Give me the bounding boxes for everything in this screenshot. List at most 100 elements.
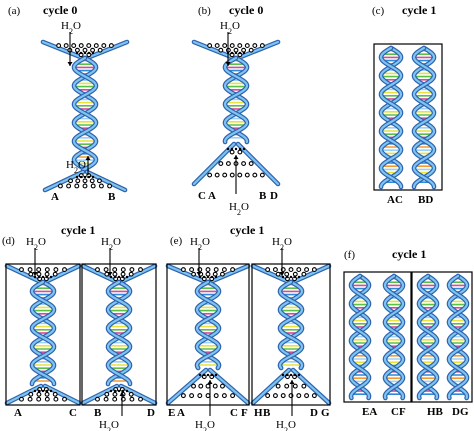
panel-d-left-top-fork-arm-right-core: [43, 264, 81, 284]
strand-label-b-C: C: [198, 190, 206, 202]
panel-e-right-bottom-fork-molecule: [311, 393, 317, 399]
water-a-top: H2O: [61, 20, 81, 36]
panel-d-right-top-fork-molecule: [120, 267, 126, 273]
panel-b-bottom-fork-dot: [234, 147, 238, 151]
panel-e-right-bottom-fork-dot: [281, 373, 285, 377]
panel-d-left-top-fork-dot: [49, 275, 53, 279]
panel-e-right-bottom-fork-molecule: [296, 393, 302, 399]
panel-d-right-top-fork-arm-right-core: [119, 264, 157, 284]
panel-e-left-bottom-fork-molecule: [212, 383, 218, 389]
panel-b-bottom-fork-molecule: [259, 172, 265, 178]
panel-a-top-fork-molecule: [82, 47, 88, 53]
panel-d-right-top-fork-arm-left-core: [81, 264, 119, 284]
panel-d-left-bottom-fork-molecule: [62, 396, 67, 402]
panel-d-left-top-fork-molecule: [36, 271, 42, 277]
panel-d-left-bottom-fork-molecule: [53, 396, 59, 402]
panel-b-top-fork-arm-left-core: [192, 40, 236, 60]
panel-d-left-top-fork-molecule: [44, 271, 50, 277]
panel-d-left-bottom-fork-dot: [45, 389, 49, 393]
panel-b-bottom-fork-dot: [242, 147, 246, 151]
panel-d-left-bottom-fork-molecule: [36, 396, 42, 402]
panel-a-bottom-fork-molecule: [57, 183, 63, 189]
panel-d-box-left: [5, 263, 81, 406]
panel-d-right-bottom-fork-molecule: [103, 396, 109, 402]
panel-a-bottom-fork-molecule: [68, 178, 74, 184]
panel-e-left-top-fork-molecule: [180, 267, 186, 273]
panel-e-right-bottom-fork-molecule: [265, 393, 271, 399]
panel-f-helix-3-strand-2-core: [417, 274, 439, 400]
panel-e-left-bottom-arrow-head: [207, 380, 213, 384]
panel-d-left-top-fork-dot: [37, 275, 41, 279]
panel-d-right-top-fork-molecule: [104, 271, 110, 277]
panel-e-left-top-fork-molecule: [213, 267, 219, 273]
panel-d-box-right: [81, 263, 157, 406]
panel-e-right-top-fork-molecule: [301, 271, 307, 277]
panel-e-right-top-fork-molecule: [265, 267, 271, 273]
panel-d-left-top-fork-dot: [45, 275, 49, 279]
frame-layer: [5, 43, 473, 406]
panel-d-right-bottom-fork-dot: [109, 389, 113, 393]
panel-d-left-bottom-fork-molecule: [52, 391, 58, 397]
panel-b-bottom-fork-molecule: [237, 172, 243, 178]
strand-label-e-F: F: [241, 407, 248, 419]
panel-d-right-top-fork-molecule: [112, 267, 118, 273]
panel-e-right-top-fork-molecule: [304, 267, 310, 273]
panel-d-left-bottom-fork-dot: [37, 389, 41, 393]
panel-d-left-arrow-head: [32, 272, 38, 276]
water-b-top: H2O: [220, 20, 240, 36]
panel-d-right-bottom-fork-molecule: [112, 391, 118, 397]
panel-e-right-top-fork-molecule: [296, 267, 302, 273]
panel-a-bottom-fork-dot: [91, 175, 95, 179]
panel-b-top-fork-molecule: [218, 47, 224, 53]
panel-a-bottom-fork-molecule: [98, 183, 104, 189]
panel-d-right-bottom-fork-arm-right-core: [119, 384, 157, 405]
panel-e-right-top-fork-arm-right-core: [291, 264, 331, 284]
panel-d-left-top-fork-molecule: [28, 271, 34, 277]
panel-a-bottom-fork-dot: [79, 175, 83, 179]
panel-b-top-fork-molecule: [241, 47, 247, 53]
panel-e-right-bottom-arrow-head: [289, 380, 295, 384]
panel-d-left-bottom-fork-molecule: [44, 391, 50, 397]
panel-e-left-bottom-fork-molecule: [220, 383, 225, 389]
panel-f-helix-4-strand-2-core: [447, 274, 469, 400]
strand-label-e-G: G: [321, 407, 330, 419]
panel-e-left-top-arrow-head: [196, 272, 202, 276]
panel-c-label: (c): [372, 5, 385, 17]
panel-d-left-top-fork-molecule: [62, 267, 67, 273]
panel-d-left-top-fork-dot: [41, 275, 45, 279]
panel-f-box-left: [343, 271, 412, 403]
panel-b-bottom-fork-molecule: [248, 161, 254, 167]
panel-d-right-bottom-fork-dot: [113, 389, 117, 393]
panel-d-right-bottom-fork-dot: [125, 389, 129, 393]
panel-b-bottom-fork-dot: [230, 147, 234, 151]
panel-a-bottom-fork-arm-right-core: [85, 170, 127, 192]
panel-d-right-bottom-fork-arm-left-core: [81, 384, 119, 405]
panel-e-left-bottom-fork-molecule: [205, 393, 211, 399]
strand-label-e-H: H: [254, 407, 263, 419]
panel-b-top-fork-dot: [242, 51, 246, 55]
panel-d-right-bottom-fork-dot: [121, 389, 125, 393]
panel-e-left-helix-strand-2-core: [195, 280, 221, 370]
panel-e-right-top-fork-dot: [289, 275, 293, 279]
panel-d-left-top-fork-dot: [33, 275, 37, 279]
panel-a-bottom-fork-molecule: [107, 183, 113, 189]
panel-b-label: (b): [198, 5, 211, 17]
panel-b-top-fork-dot: [238, 51, 242, 55]
panel-d-title: cycle 1: [61, 223, 95, 237]
panel-e-right-top-fork-molecule: [311, 267, 317, 273]
panel-d-right-top-fork-molecule: [138, 267, 143, 273]
panel-d-left-bottom-fork-arm-left-core: [5, 384, 43, 405]
panel-b-bottom-fork-arm-right-core: [236, 142, 280, 186]
panel-a-bottom-fork-arm-left-core: [43, 170, 85, 192]
panel-a-top-fork-arm-right-core: [85, 40, 129, 60]
panel-b-bottom-fork-molecule: [252, 172, 258, 178]
panel-e-left-top-fork-arm-left-core: [166, 264, 208, 284]
panel-b-top-arrow-head: [225, 62, 231, 66]
panel-e-left-top-fork-dot: [198, 275, 202, 279]
panel-a-top-fork-arm-left-core: [41, 40, 85, 60]
panel-a-top-fork-molecule: [56, 43, 62, 49]
panel-f-label: (f): [344, 249, 355, 261]
panel-e-left-top-fork-molecule: [205, 267, 211, 273]
helix-layer: [4, 32, 470, 416]
strand-label-d-A: A: [14, 407, 22, 419]
